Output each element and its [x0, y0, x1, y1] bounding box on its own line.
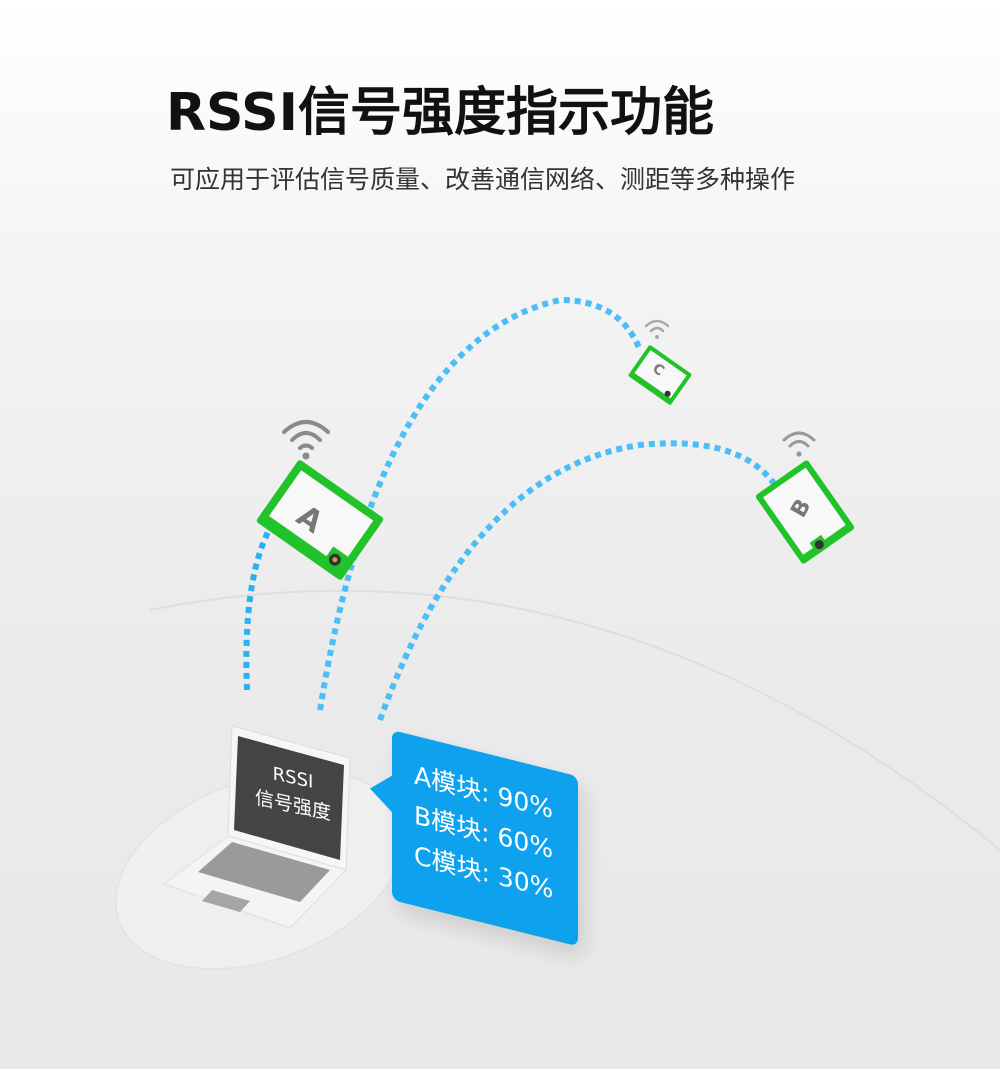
wifi-icon: [782, 431, 816, 457]
keyboard: [198, 842, 330, 902]
module-c: [628, 345, 692, 405]
signal-path-c: [317, 296, 643, 711]
antenna-connector-icon: [814, 540, 824, 550]
floor-arc: [149, 589, 1000, 851]
wifi-icon: [282, 420, 330, 460]
page-subtitle: 可应用于评估信号质量、改善通信网络、测距等多种操作: [170, 165, 796, 194]
wifi-icon: [644, 319, 670, 339]
module-a: [256, 460, 384, 580]
antenna-connector-icon: [664, 390, 671, 397]
laptop: [162, 725, 351, 929]
page-title: RSSI信号强度指示功能: [166, 83, 714, 143]
bubble-tail: [370, 768, 394, 815]
module-b: [755, 460, 855, 564]
touchpad: [202, 890, 250, 912]
signal-path-b: [377, 440, 778, 722]
